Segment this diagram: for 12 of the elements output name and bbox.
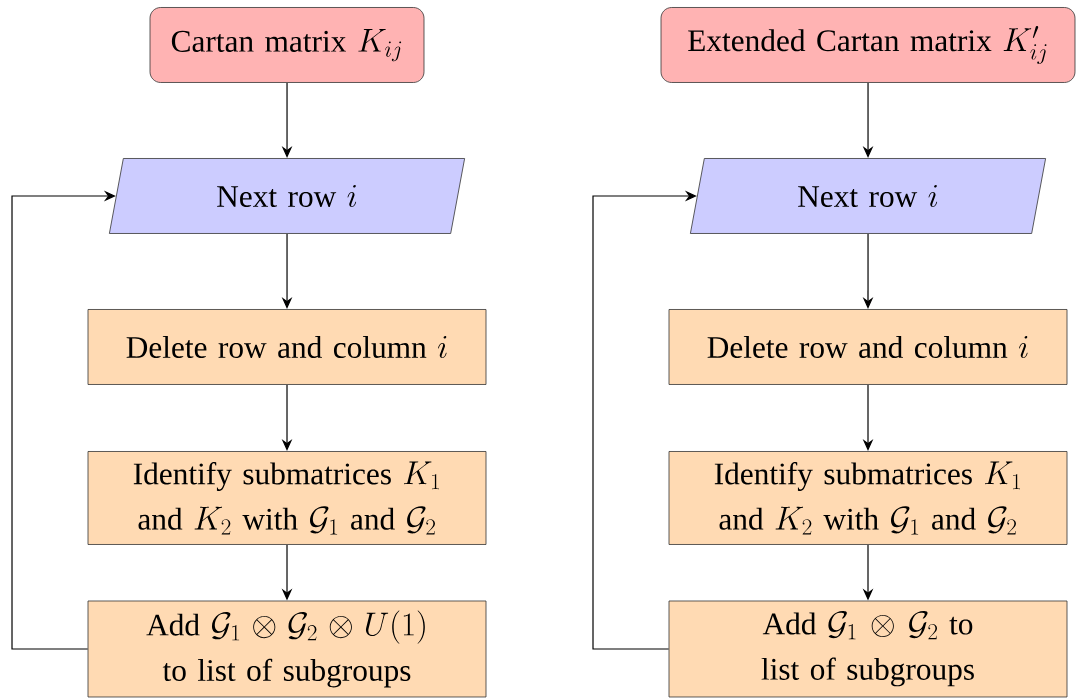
arrow	[592, 190, 697, 650]
start-box: $\text{Extended Cartan matrix } K'_{ij}$	[660, 7, 1076, 83]
process-box: $\text{Identify submatrices } K_1\allowbreak\ \text{and } K_2 \text{ with } \mathcal{G}_1 \text{ and } \mathcal{G}_2$	[87, 451, 487, 545]
start-box: $\text{Cartan matrix } K_{ij}$	[149, 7, 425, 83]
process-box: $\text{Delete row and column } i$	[87, 309, 487, 385]
process-box: $\text{Delete row and column } i$	[668, 309, 1068, 385]
input-parallelogram: $\text{Next row } i$	[690, 158, 1046, 234]
process-box: $\text{Identify submatrices } K_1\allowbreak\ \text{and } K_2 \text{ with } \mathcal{G}_1 \text{ and } \mathcal{G}_2$	[668, 451, 1068, 545]
process-box: $\text{Add } \mathcal{G}_1 \otimes \mathcal{G}_2 \text{ to}\allowbreak\ \text{list of subgroups}$	[668, 600, 1068, 698]
arrow	[11, 190, 116, 650]
input-parallelogram: $\text{Next row } i$	[109, 158, 466, 234]
process-box: $\text{Add } \mathcal{G}_1 \otimes \mathcal{G}_2 \otimes U(1)\allowbreak\ \text{to list of subgroups}$	[87, 600, 487, 698]
